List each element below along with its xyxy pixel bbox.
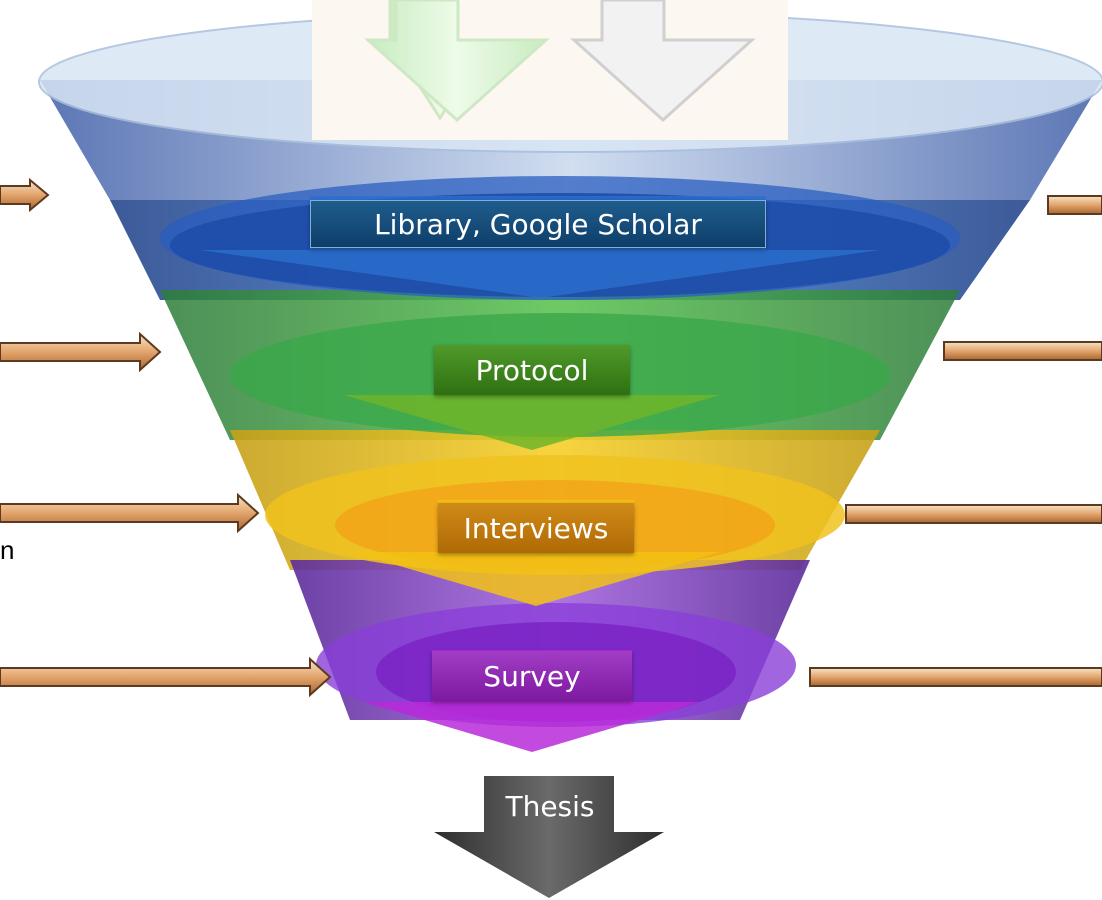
left-pipes	[0, 177, 332, 698]
stage-label-library: Library, Google Scholar	[310, 200, 766, 248]
side-text-fragment: n	[0, 535, 15, 565]
left-arrow-1	[0, 177, 50, 213]
stage-label-survey: Survey	[432, 651, 632, 701]
input-arrow-green	[364, 0, 550, 123]
right-pipe-3	[845, 504, 1102, 524]
left-arrow-4	[0, 656, 332, 698]
stage-label-interviews: Interviews	[438, 503, 634, 553]
right-pipes	[809, 195, 1102, 687]
right-pipe-1	[1047, 195, 1102, 215]
left-arrow-2	[0, 331, 162, 373]
left-arrow-3	[0, 492, 260, 534]
right-pipe-2	[943, 341, 1102, 361]
right-pipe-4	[809, 667, 1102, 687]
thesis-arrow	[434, 776, 664, 898]
input-arrow-gray	[570, 0, 756, 123]
stage-label-protocol: Protocol	[434, 345, 630, 395]
output-label-thesis: Thesis	[505, 790, 595, 823]
